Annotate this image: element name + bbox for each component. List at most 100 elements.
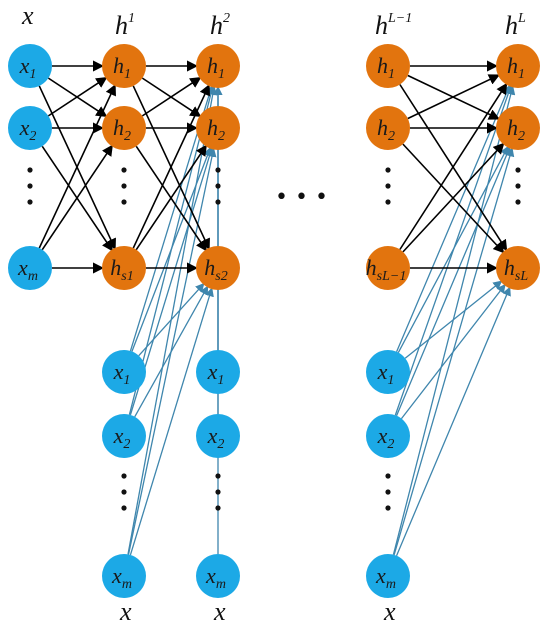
skip-edge (392, 85, 516, 555)
node-circle (196, 350, 240, 394)
forward-edges (38, 60, 508, 274)
node-circle (366, 350, 410, 394)
node-circle (496, 106, 540, 150)
ellipsis-dot (27, 199, 33, 205)
hidden-node-h1: h1 (102, 44, 146, 88)
header-x: x (21, 1, 34, 30)
node-label: xm (375, 563, 396, 592)
skip-edge (395, 146, 511, 416)
forward-edge (399, 82, 508, 250)
node-circle (102, 106, 146, 150)
forward-edge (132, 84, 210, 249)
header-hL: hL (505, 11, 526, 40)
input-node-x1: xm (102, 554, 146, 598)
header-hL-1: hL−1 (375, 11, 412, 40)
skip-edge (394, 84, 513, 416)
node-label: h1 (207, 53, 225, 82)
node-circle (196, 554, 240, 598)
skip-connection-edges (127, 84, 516, 556)
ellipsis-dot (385, 473, 391, 479)
input-node-x2: x2 (196, 414, 240, 458)
input-node-x1: x2 (102, 414, 146, 458)
footer-x-col1: x (119, 597, 132, 626)
node-circle (196, 246, 240, 290)
node-label: hsL−1 (366, 255, 407, 284)
node-circle (196, 414, 240, 458)
node-label: h2 (377, 115, 395, 144)
column-headers: x h1 h2 hL−1 hL x x x (21, 1, 526, 626)
node-label: hs1 (110, 255, 133, 284)
node-label: xm (17, 255, 38, 284)
node-label: h2 (113, 115, 131, 144)
node-circle (102, 554, 146, 598)
ellipsis-dot (121, 473, 127, 479)
node-label: h2 (207, 115, 225, 144)
forward-edge (47, 76, 108, 117)
node-label: h1 (113, 53, 131, 82)
skip-edge (395, 286, 511, 556)
ellipsis-dot (385, 199, 391, 205)
ellipsis-dot (121, 505, 127, 511)
ellipsis-dot (215, 183, 221, 189)
ellipsis-dot (215, 199, 221, 205)
node-label: xm (111, 563, 132, 592)
ellipsis-dot (121, 183, 127, 189)
forward-edge (402, 142, 505, 253)
ellipsis-dot (27, 167, 33, 173)
node-label: x2 (377, 423, 395, 452)
node-circle (496, 246, 540, 290)
node-circle (102, 414, 146, 458)
input-node-x1: x1 (102, 350, 146, 394)
ellipsis-dot (121, 167, 127, 173)
hidden-node-hL: hsL (496, 246, 540, 290)
node-circle (102, 246, 146, 290)
node-label: x2 (19, 115, 37, 144)
node-circle (366, 554, 410, 598)
hidden-node-hL: h2 (496, 106, 540, 150)
node-label: x1 (207, 359, 225, 388)
hidden-node-h2: h2 (196, 106, 240, 150)
ellipsis-dot (215, 473, 221, 479)
input-node-x2: xm (196, 554, 240, 598)
hidden-node-h2: hs2 (196, 246, 240, 290)
footer-x-col3: x (383, 597, 396, 626)
node-label: h1 (507, 53, 525, 82)
node-label: x2 (207, 423, 225, 452)
input-node-input: x1 (8, 44, 52, 88)
nodes-layer: x1 x2 xm h1 h2 hs1 h1 h2 hs2 x1 x2 xm x1 x2 xm h1 h2 hsL−… (8, 44, 540, 598)
ellipsis-dot (515, 199, 521, 205)
hidden-node-hL: h1 (496, 44, 540, 88)
node-circle (8, 106, 52, 150)
node-circle (366, 44, 410, 88)
ellipsis-dot (385, 183, 391, 189)
forward-edge (38, 84, 116, 249)
forward-edge (407, 74, 501, 120)
skip-edge (127, 85, 218, 555)
skip-edge (393, 147, 515, 556)
node-label: x2 (113, 423, 131, 452)
node-label: xm (205, 563, 226, 592)
node-label: x1 (19, 53, 37, 82)
node-circle (102, 350, 146, 394)
forward-edge (41, 144, 113, 251)
vertical-ellipses (27, 167, 521, 511)
hidden-node-h2: h1 (196, 44, 240, 88)
node-circle (196, 106, 240, 150)
ellipsis-dot (385, 489, 391, 495)
hidden-node-h1: hs1 (102, 246, 146, 290)
hidden-node-hL1: hsL−1 (366, 246, 410, 290)
input-node-x3: x2 (366, 414, 410, 458)
skip-edge (128, 85, 216, 415)
input-node-x2: x1 (196, 350, 240, 394)
node-circle (366, 246, 410, 290)
header-h2: h2 (210, 11, 230, 40)
ellipsis-dot (27, 183, 33, 189)
ellipsis-dot (121, 199, 127, 205)
forward-edge (141, 76, 202, 117)
node-circle (8, 44, 52, 88)
input-node-input: x2 (8, 106, 52, 150)
ellipsis-dot (215, 505, 221, 511)
layer-ellipsis: • • • (275, 185, 328, 210)
hidden-node-h1: h2 (102, 106, 146, 150)
input-node-x3: xm (366, 554, 410, 598)
